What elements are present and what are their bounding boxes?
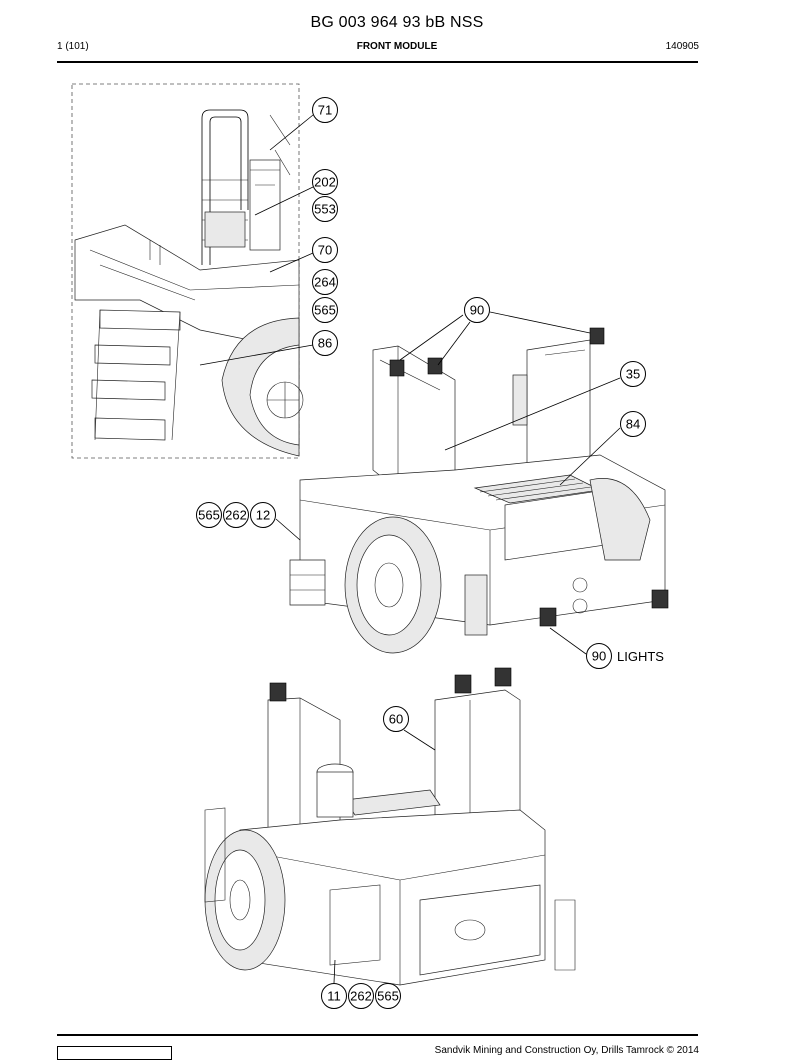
svg-text:565: 565: [314, 303, 336, 318]
date-code: 140905: [665, 41, 699, 52]
footer-rule: [57, 1034, 698, 1036]
svg-text:70: 70: [318, 243, 332, 258]
callout-565-left: 565: [196, 502, 222, 528]
svg-text:264: 264: [314, 275, 336, 290]
page-number: 1 (101): [57, 41, 89, 52]
footer-copyright: Sandvik Mining and Construction Oy, Dril…: [434, 1045, 699, 1056]
document-number: BG 003 964 93 bB NSS: [310, 14, 484, 31]
svg-text:262: 262: [225, 508, 247, 523]
svg-text:71: 71: [318, 103, 332, 118]
lights-label: LIGHTS: [617, 649, 664, 664]
callout-84: 84: [620, 411, 646, 437]
svg-text:84: 84: [626, 417, 640, 432]
svg-text:262: 262: [350, 989, 372, 1004]
callout-90-lights: 90: [586, 643, 612, 669]
callout-90-top: 90: [464, 297, 490, 323]
callout-565: 565: [312, 297, 338, 323]
callout-35: 35: [620, 361, 646, 387]
header-rule: [57, 61, 698, 63]
svg-text:202: 202: [314, 175, 336, 190]
front-module-view-top: [289, 327, 669, 654]
callout-565-bottom: 565: [375, 983, 401, 1009]
callout-86: 86: [312, 330, 338, 356]
svg-text:12: 12: [256, 508, 270, 523]
callout-71: 71: [312, 97, 338, 123]
svg-text:35: 35: [626, 367, 640, 382]
svg-text:60: 60: [389, 712, 403, 727]
callout-264: 264: [312, 269, 338, 295]
callout-11: 11: [321, 983, 347, 1009]
callout-262-bottom: 262: [348, 983, 374, 1009]
leader-lines: [199, 114, 621, 984]
svg-text:11: 11: [327, 989, 341, 1004]
callout-70: 70: [312, 237, 338, 263]
section-title: FRONT MODULE: [356, 41, 438, 52]
callout-60: 60: [383, 706, 409, 732]
detail-view: [71, 83, 304, 459]
svg-text:86: 86: [318, 336, 332, 351]
callout-553: 553: [312, 196, 338, 222]
svg-text:90: 90: [470, 303, 484, 318]
svg-text:553: 553: [314, 202, 336, 217]
callout-12: 12: [250, 502, 276, 528]
svg-text:90: 90: [592, 649, 606, 664]
sandvik-logo: [57, 1046, 172, 1060]
svg-text:565: 565: [377, 989, 399, 1004]
svg-text:565: 565: [198, 508, 220, 523]
callout-202: 202: [312, 169, 338, 195]
callout-262-left: 262: [223, 502, 249, 528]
front-module-view-bottom: [204, 667, 576, 986]
